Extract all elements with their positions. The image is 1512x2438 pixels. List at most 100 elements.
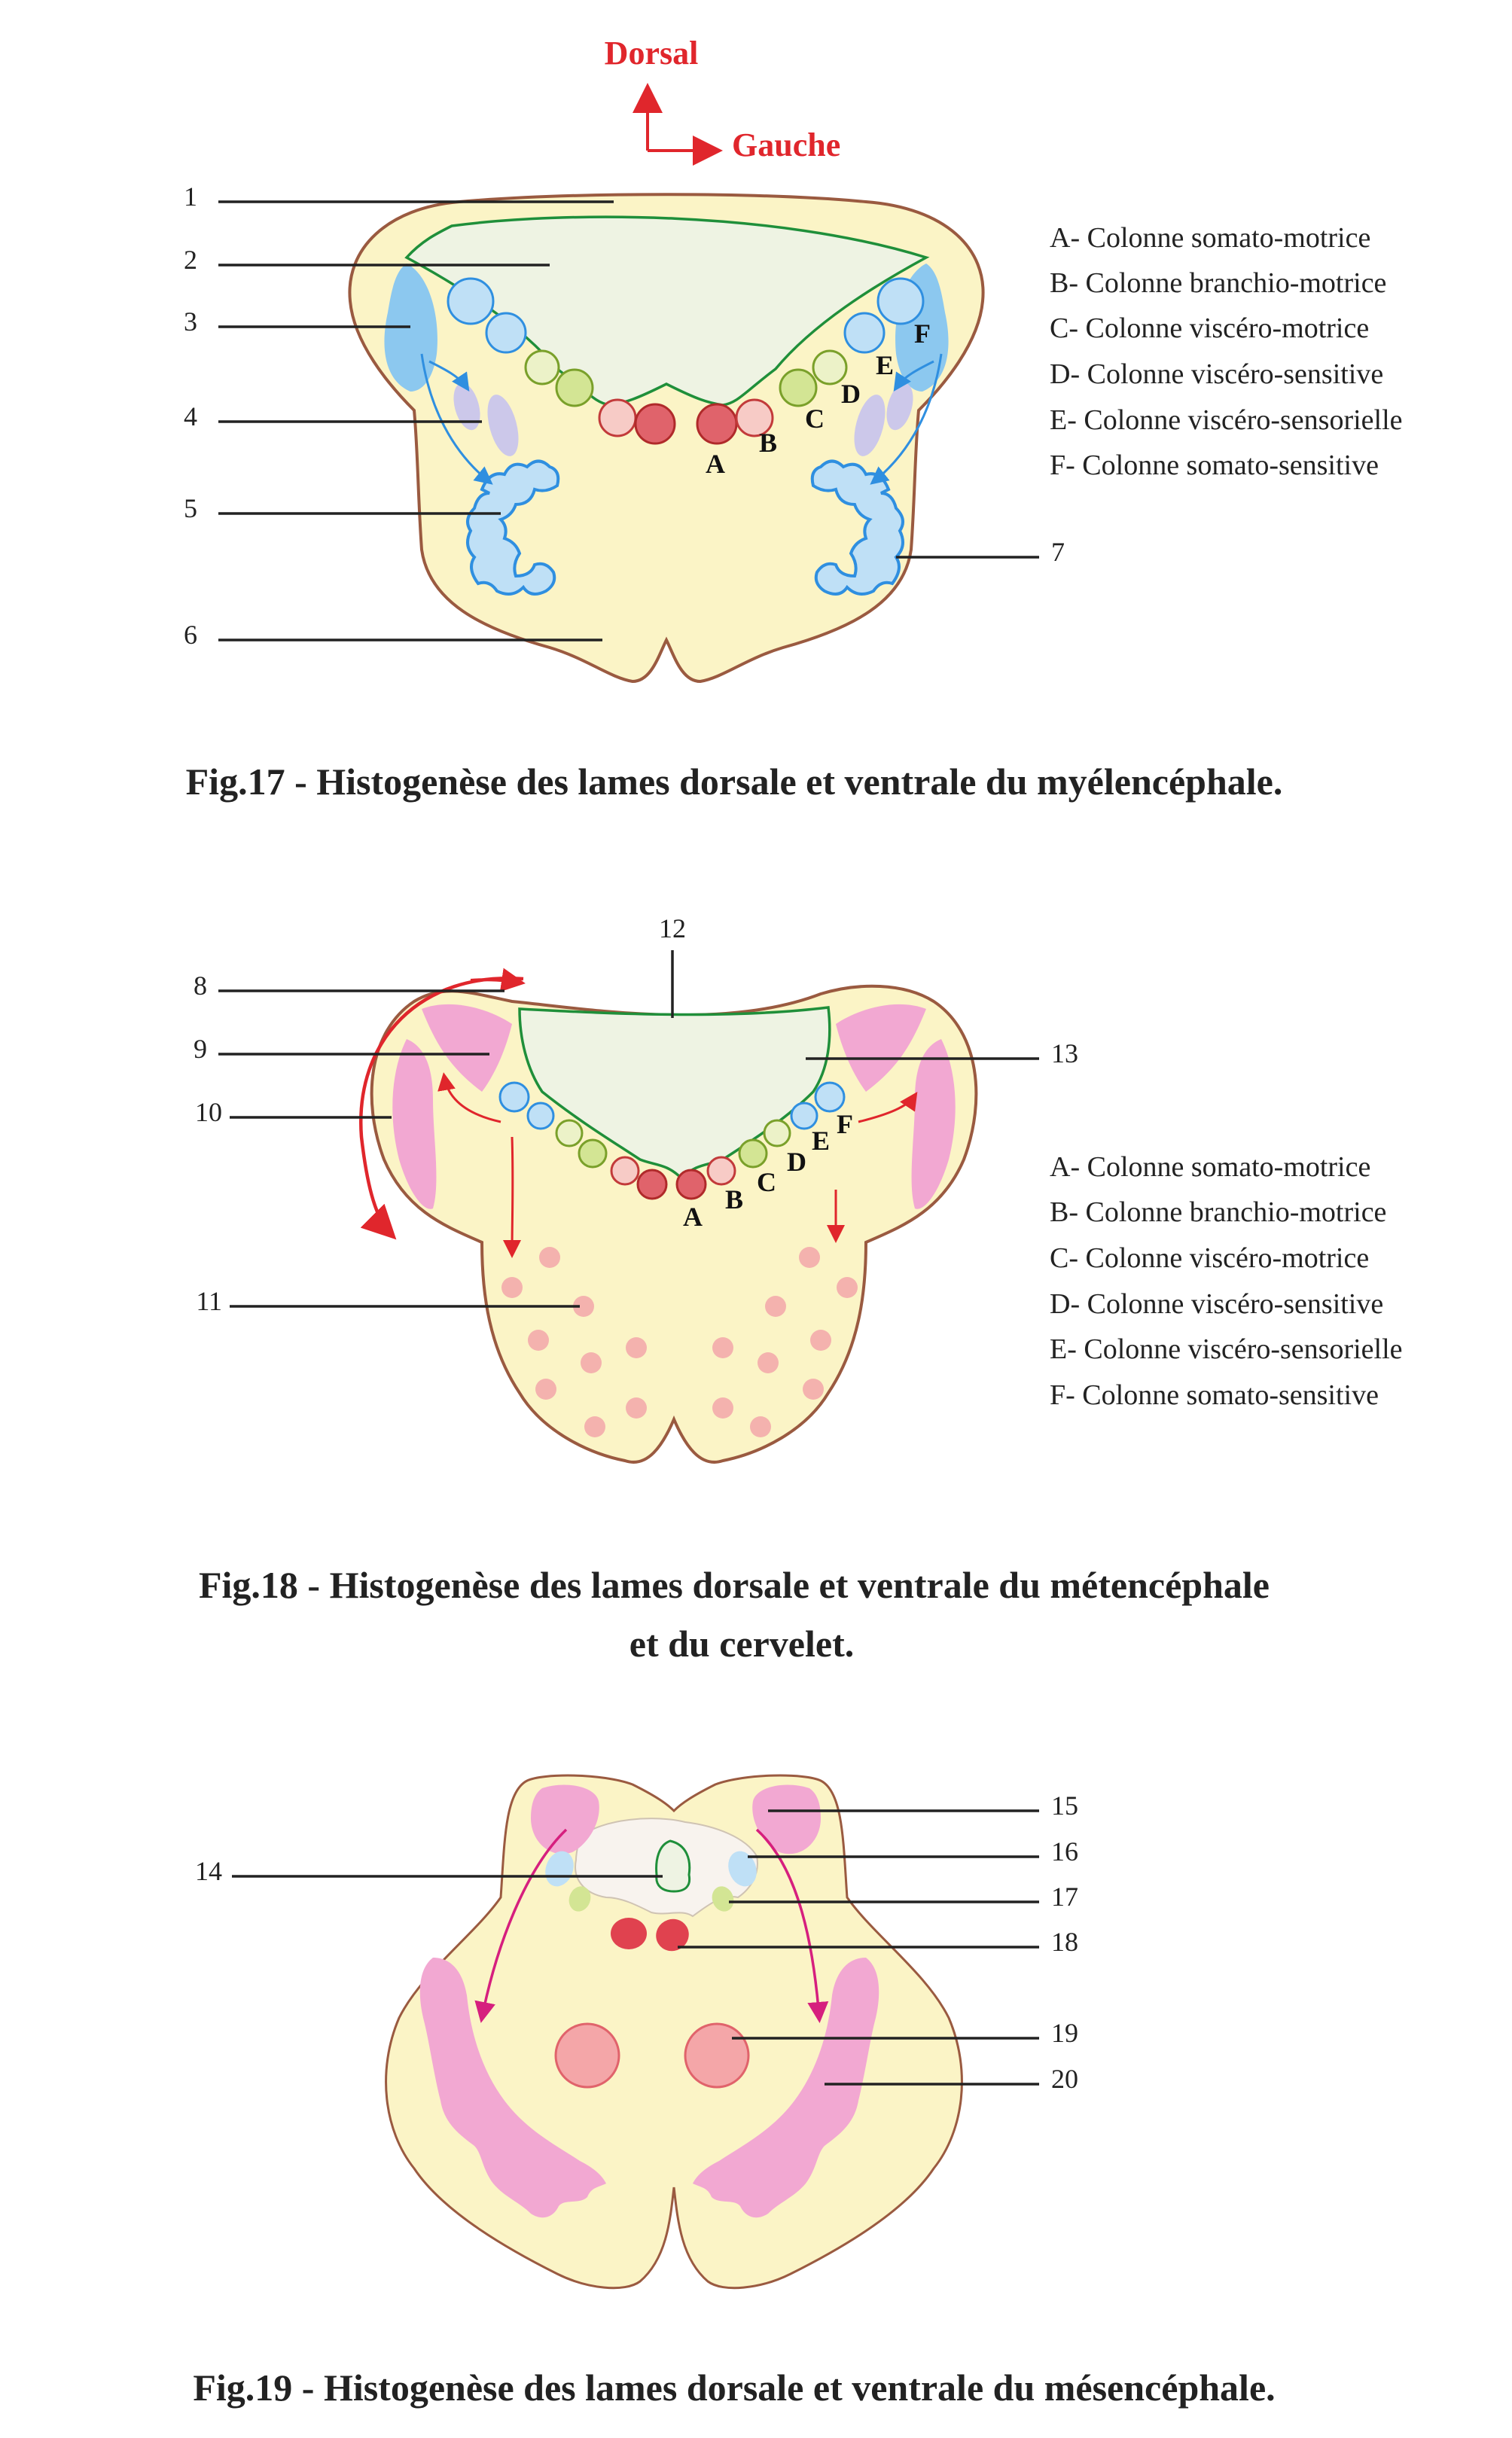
fig18-letter-E: E <box>812 1126 830 1156</box>
fig19-diagram: 14 15 16 17 18 19 20 <box>195 1774 1078 2290</box>
fig18-col-B-left <box>610 1156 640 1186</box>
fig17-label-6: 6 <box>184 620 197 650</box>
fig18-col-F-left <box>498 1081 530 1113</box>
fig18-letter-D: D <box>787 1147 806 1177</box>
dorsal-label: Dorsal <box>605 35 699 72</box>
fig18-letter-C: C <box>757 1167 776 1197</box>
fig18-legend-F: F- Colonne somato-sensitive <box>1050 1379 1379 1411</box>
fig17-col-D-right <box>812 349 848 386</box>
fig18-letter-F: F <box>837 1109 853 1139</box>
fig17-label-7: 7 <box>1051 537 1065 567</box>
fig18-col-E-left <box>526 1102 555 1130</box>
fig18-external-granular-right <box>911 1039 956 1209</box>
fig18-label-11: 11 <box>196 1286 222 1316</box>
fig17-letter-F: F <box>914 318 931 349</box>
fig19-motor-right <box>656 1918 689 1952</box>
fig17-pontine-right-b <box>854 395 886 456</box>
fig19-red-nucleus-right <box>684 2022 750 2089</box>
fig18-label-13: 13 <box>1051 1038 1078 1068</box>
fig17-legend-E: E- Colonne viscéro-sensorielle <box>1050 404 1403 436</box>
fig18-caption-line1: Fig.18 - Histogenèse des lames dorsale e… <box>199 1564 1270 1606</box>
fig18-cerebellar-plate-left <box>422 1004 512 1092</box>
fig18-col-A-left <box>636 1169 668 1200</box>
fig18-migration-left-up <box>437 1072 501 1123</box>
fig17-migration-arrow-left <box>420 353 493 485</box>
fig19-visceral-right <box>712 1886 734 1912</box>
fig18-label-8: 8 <box>194 971 207 1001</box>
fig17-col-B-right <box>735 398 774 437</box>
fig19-label-17: 17 <box>1051 1882 1078 1912</box>
fig18-col-F-right <box>814 1081 846 1113</box>
fig18-col-B-right <box>706 1156 736 1186</box>
fig18-caption-line2: et du cervelet. <box>629 1623 854 1665</box>
fig17-label-2: 2 <box>184 245 197 275</box>
fig18-diagram: A B C D E F 8 9 10 11 12 13 <box>194 913 1078 1464</box>
fig17-migration-arrow-left-2 <box>428 360 470 392</box>
fig19-label-18: 18 <box>1051 1927 1078 1957</box>
fig19-caption: Fig.19 - Histogenèse des lames dorsale e… <box>193 2366 1275 2409</box>
fig18-col-C-left <box>578 1138 608 1169</box>
fig18-legend-C: C- Colonne viscéro-motrice <box>1050 1242 1369 1274</box>
fig19-alar-plate-right <box>752 1784 821 1854</box>
fig18-legend-D: D- Colonne viscéro-sensitive <box>1050 1288 1383 1320</box>
fig17-letter-C: C <box>805 404 825 434</box>
fig18-pontine-nuclei <box>501 1247 858 1437</box>
fig19-label-19: 19 <box>1051 2018 1078 2048</box>
fig17-legend: A- Colonne somato-motrice B- Colonne bra… <box>1050 222 1403 481</box>
fig17-caption: Fig.17 - Histogenèse des lames dorsale e… <box>186 760 1283 803</box>
fig17-olivary-nucleus-right <box>810 459 904 596</box>
fig17-label-5: 5 <box>184 493 197 523</box>
fig17-legend-A: A- Colonne somato-motrice <box>1050 222 1370 254</box>
fig17-letter-E: E <box>876 350 894 380</box>
fig17-col-A-right <box>696 403 738 445</box>
fig18-legend: A- Colonne somato-motrice B- Colonne bra… <box>1050 1151 1403 1411</box>
fig19-somatic-sensory-right <box>728 1851 757 1887</box>
fig17-rhombic-lip-left <box>384 264 437 392</box>
fig18-col-E-right <box>790 1102 818 1130</box>
fig19-substantia-nigra-right <box>693 1958 879 2218</box>
fig17-col-F-right <box>876 277 925 325</box>
fig19-aqueduct <box>655 1839 691 1893</box>
fig18-red-arrow-small <box>470 968 526 992</box>
fig17-letter-B: B <box>759 428 777 458</box>
fig18-col-D-left <box>555 1119 584 1147</box>
fig17-col-F-left <box>447 277 495 325</box>
fig19-red-nucleus-left <box>554 2022 620 2089</box>
fig17-olivary-nucleus-left <box>466 459 560 596</box>
fig18-legend-E: E- Colonne viscéro-sensorielle <box>1050 1333 1403 1365</box>
fig18-cerebellar-plate-right <box>836 1004 926 1092</box>
fig17-col-D-left <box>524 349 560 386</box>
fig18-cerebellum-growth-arrow <box>358 976 524 1240</box>
fig18-col-A-right <box>675 1169 707 1200</box>
fig17-col-C-left <box>555 368 594 407</box>
fig18-label-9: 9 <box>194 1034 207 1064</box>
fig17-label-1: 1 <box>184 181 197 212</box>
fig18-legend-B: B- Colonne branchio-motrice <box>1050 1196 1386 1228</box>
fig18-legend-A: A- Colonne somato-motrice <box>1050 1151 1370 1183</box>
fig19-migration-arrow-right <box>755 1828 829 2023</box>
fig19-label-15: 15 <box>1051 1790 1078 1821</box>
fig17-col-E-right <box>843 312 886 354</box>
fig17-migration-arrow-right <box>870 353 943 485</box>
fig18-label-12: 12 <box>659 913 686 943</box>
fig17-col-A-left <box>634 403 676 445</box>
fig17-legend-F: F- Colonne somato-sensitive <box>1050 450 1379 481</box>
fig18-col-C-right <box>738 1138 768 1169</box>
fig19-alar-plate-left <box>531 1784 599 1854</box>
fig19-visceral-left <box>569 1886 591 1912</box>
fig17-pontine-right-a <box>886 382 913 431</box>
fig19-substantia-nigra-left <box>419 1958 606 2218</box>
fig18-external-granular-left <box>392 1039 437 1209</box>
fig18-migration-left-down <box>503 1136 522 1258</box>
fig17-diagram: A B C D E F 1 2 3 4 5 6 7 <box>184 181 1065 684</box>
fig18-label-10: 10 <box>195 1097 222 1127</box>
fig17-col-C-right <box>779 368 818 407</box>
fig17-letter-A: A <box>706 449 725 479</box>
fig17-col-E-left <box>485 312 527 354</box>
fig17-migration-arrow-right-2 <box>893 360 934 392</box>
fig17-pontine-left-a <box>453 382 480 431</box>
left-label: Gauche <box>732 126 840 163</box>
fig17-legend-D: D- Colonne viscéro-sensitive <box>1050 358 1383 390</box>
fig17-label-3: 3 <box>184 306 197 337</box>
